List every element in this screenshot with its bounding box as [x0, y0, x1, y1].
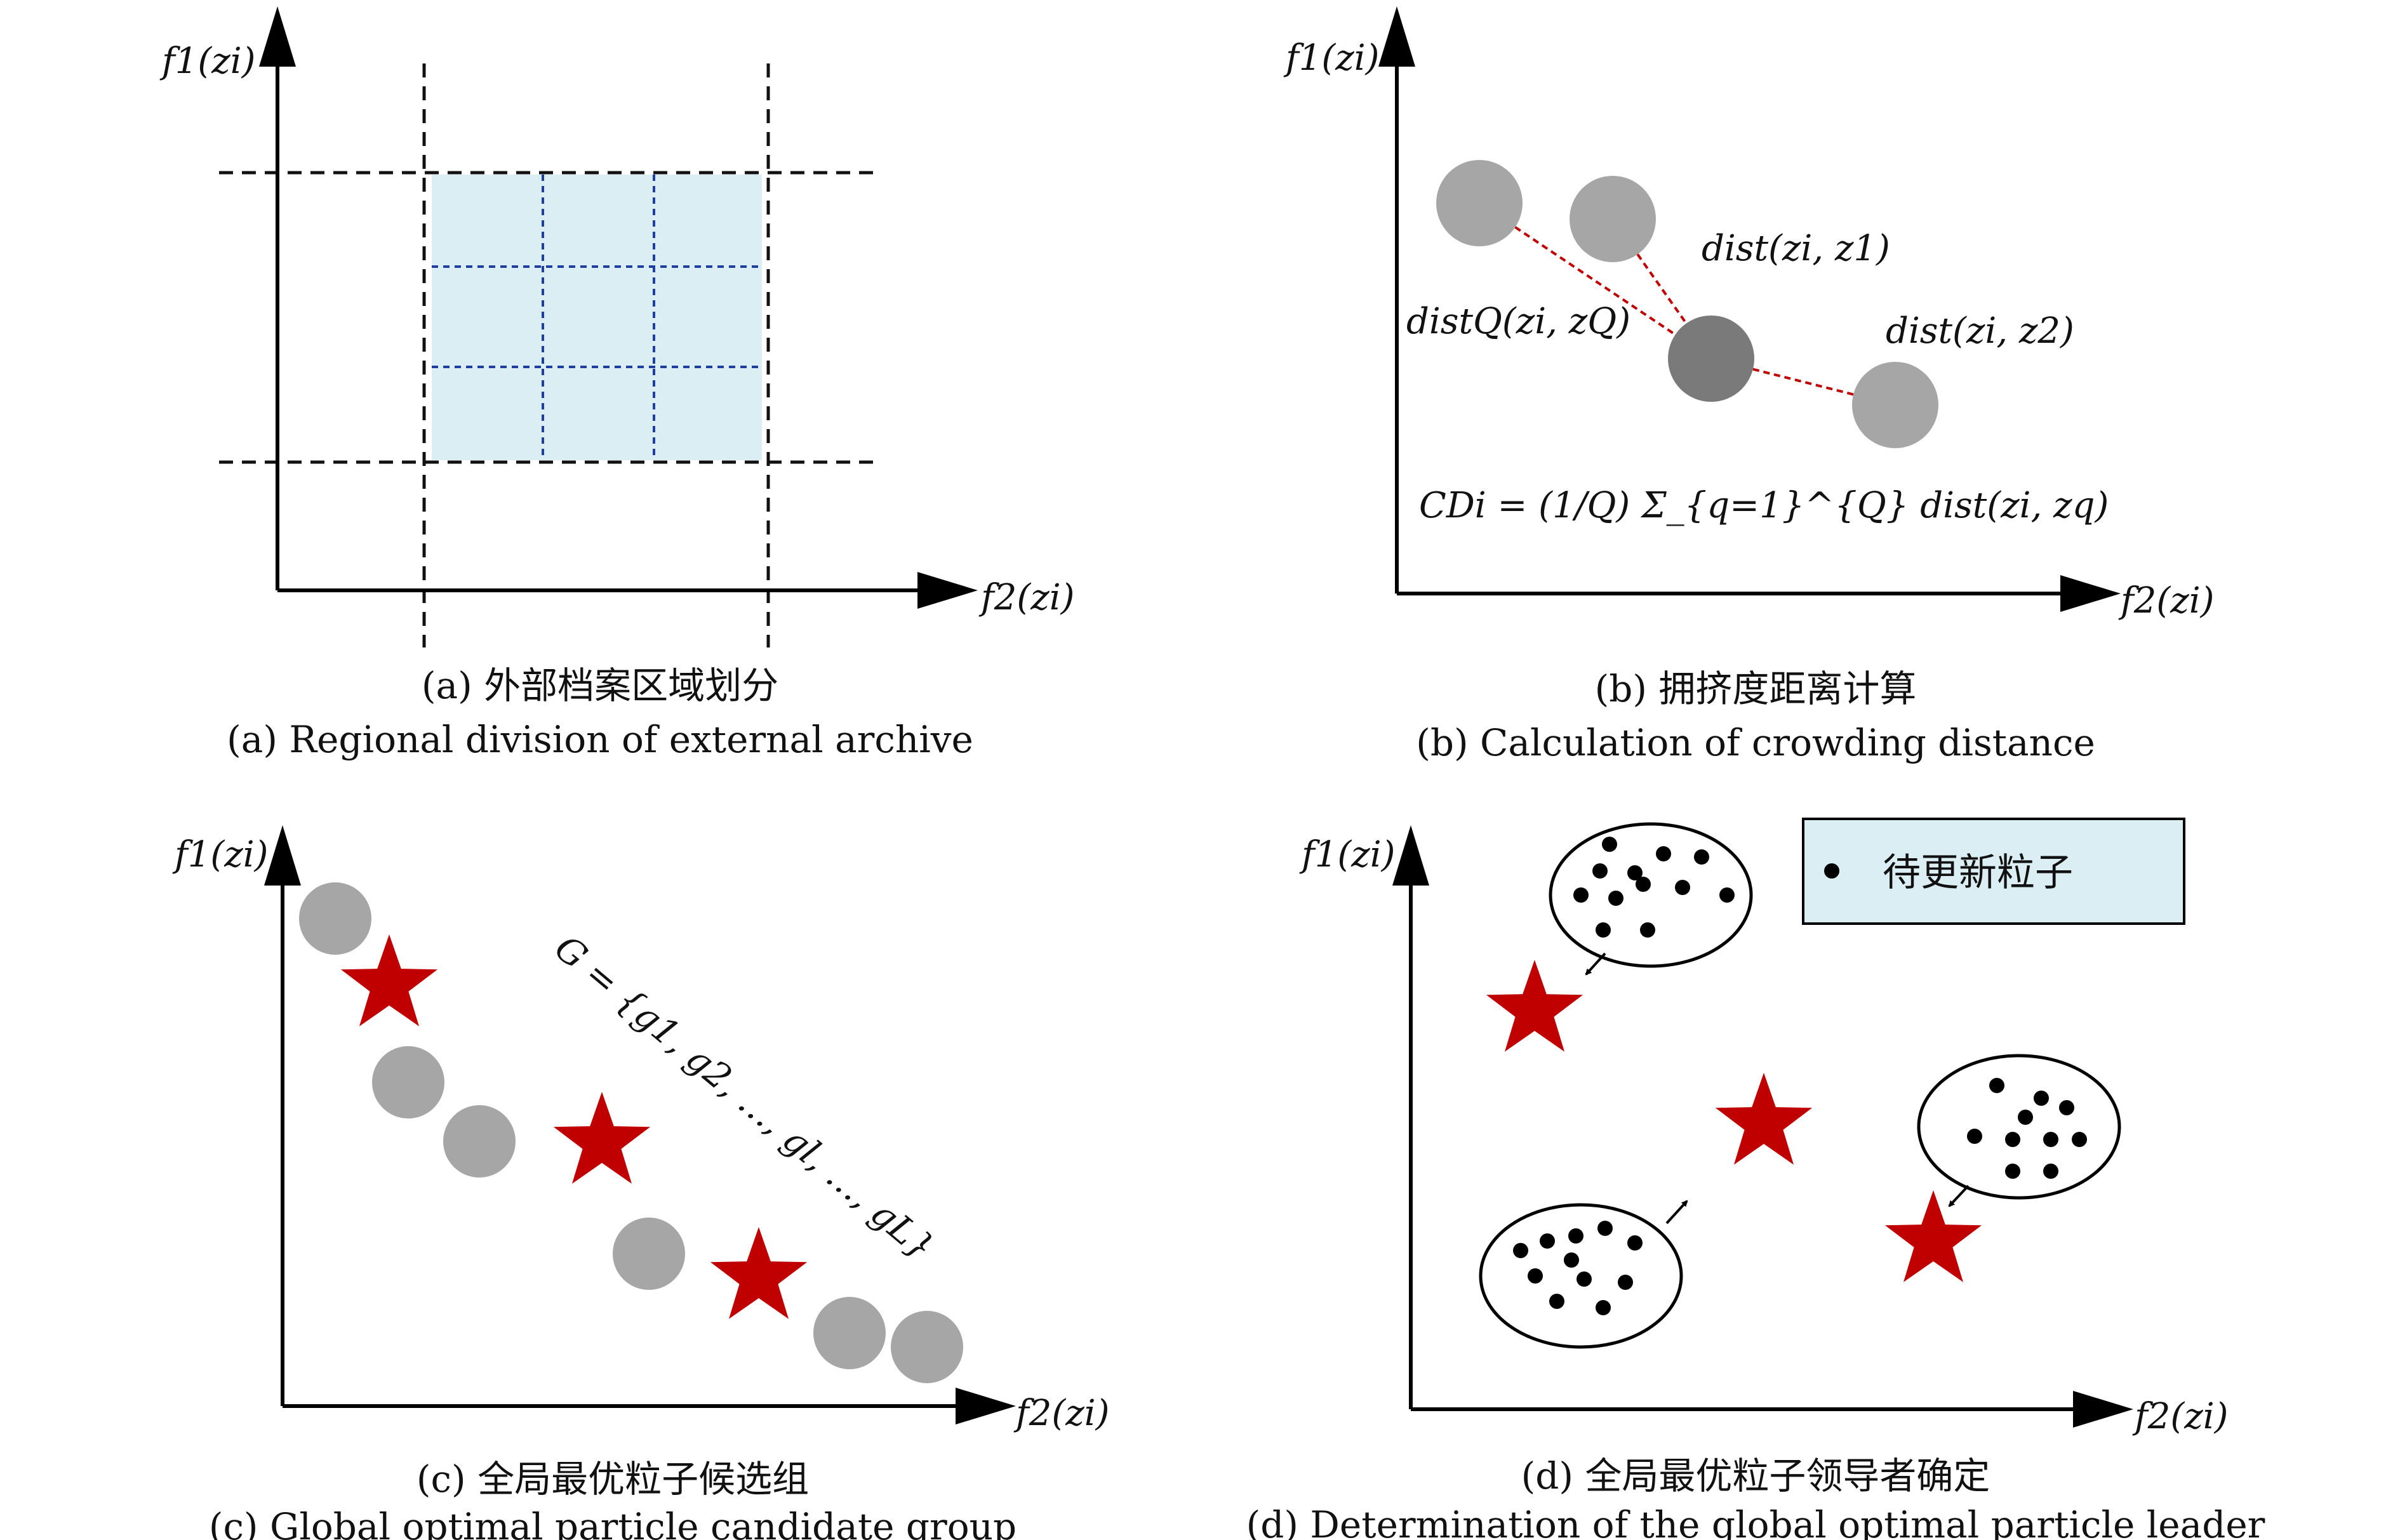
particle-cluster [1917, 1054, 2121, 1200]
legend-box [1802, 818, 2185, 925]
x-axis-label-a: f2(zi) [978, 577, 1074, 618]
archive-particle [813, 1297, 886, 1369]
target-particle [1668, 315, 1754, 402]
archive-particle [891, 1311, 963, 1383]
dist-label-1: dist(zi, z1) [1702, 228, 1890, 269]
y-axis-label-d: f1(zi) [1299, 834, 1395, 875]
axes-a [259, 6, 978, 609]
caption-c-en: (c) Global optimal particle candidate gr… [209, 1505, 1017, 1540]
x-axis-label-c: f2(zi) [1013, 1393, 1109, 1434]
crowding-formula: CDi = (1/Q) Σ_{q=1}^{Q} dist(zi, zq) [1419, 485, 2109, 526]
outer-boundary-lines [219, 63, 876, 647]
panel-a: f1(zi) f2(zi) (a) 外部档案区域划分 (a) Regional … [159, 6, 1074, 761]
y-axis-label-a: f1(zi) [159, 41, 255, 82]
leader-stars [1486, 960, 1982, 1282]
x-axis-label-b: f2(zi) [2118, 580, 2214, 621]
leader-star-icon [340, 934, 438, 1026]
y-axis-label-c: f1(zi) [172, 834, 268, 875]
leader-star-icon [1486, 960, 1583, 1052]
caption-d-cn: (d) 全局最优粒子领导者确定 [1521, 1454, 1990, 1497]
y-axis-label-b: f1(zi) [1283, 37, 1379, 79]
candidate-stars [340, 934, 808, 1319]
archive-grid-region [432, 175, 762, 460]
neighbor-particle-2 [1852, 362, 1938, 448]
caption-a-cn: (a) 外部档案区域划分 [422, 664, 778, 707]
panel-b: dist(zi, z1) dist(zi, z2) distQ(zi, zQ) … [1283, 6, 2214, 764]
leader-star-icon [1715, 1073, 1813, 1165]
dist-label-q: distQ(zi, zQ) [1406, 301, 1630, 342]
neighbor-particle-1 [1570, 176, 1656, 262]
caption-c-cn: (c) 全局最优粒子候选组 [417, 1457, 809, 1501]
neighbor-particle-q [1436, 160, 1523, 246]
caption-d-en: (d) Determination of the global optimal … [1246, 1503, 2265, 1540]
axes-c [264, 825, 1016, 1424]
legend-label: 待更新粒子 [1883, 851, 2073, 895]
caption-b-en: (b) Calculation of crowding distance [1416, 721, 2095, 764]
archive-particle [613, 1218, 685, 1290]
panel-d: 待更新粒子 [1246, 818, 2265, 1540]
dist-label-2: dist(zi, z2) [1886, 310, 2074, 352]
cluster-dots [1513, 1221, 1643, 1315]
assign-arrow [1948, 1185, 1970, 1207]
leader-star-icon [553, 1092, 651, 1184]
panel-c: G = {g1, g2, …, gl, …, gL} f1(zi) f2(zi)… [172, 825, 1109, 1540]
archive-particle [299, 882, 371, 955]
axes-d [1392, 825, 2133, 1428]
candidate-set-label: G = {g1, g2, …, gl, …, gL} [547, 927, 942, 1268]
assign-arrow [1665, 1200, 1688, 1225]
x-axis-label-d: f2(zi) [2132, 1396, 2228, 1437]
archive-particle [443, 1105, 516, 1178]
inner-grid-lines [432, 175, 762, 460]
cluster-dots [1573, 837, 1735, 938]
cluster-dots [1967, 1078, 2087, 1179]
caption-a-en: (a) Regional division of external archiv… [227, 718, 973, 761]
legend-dot-icon [1824, 863, 1839, 879]
caption-b-cn: (b) 拥挤度距离计算 [1595, 667, 1917, 710]
leader-star-icon [1884, 1190, 1982, 1282]
candidate-circles [299, 882, 963, 1383]
leader-star-icon [710, 1227, 808, 1319]
archive-particle [372, 1046, 444, 1118]
axes-b [1378, 6, 2121, 612]
assign-arrow [1585, 952, 1606, 976]
